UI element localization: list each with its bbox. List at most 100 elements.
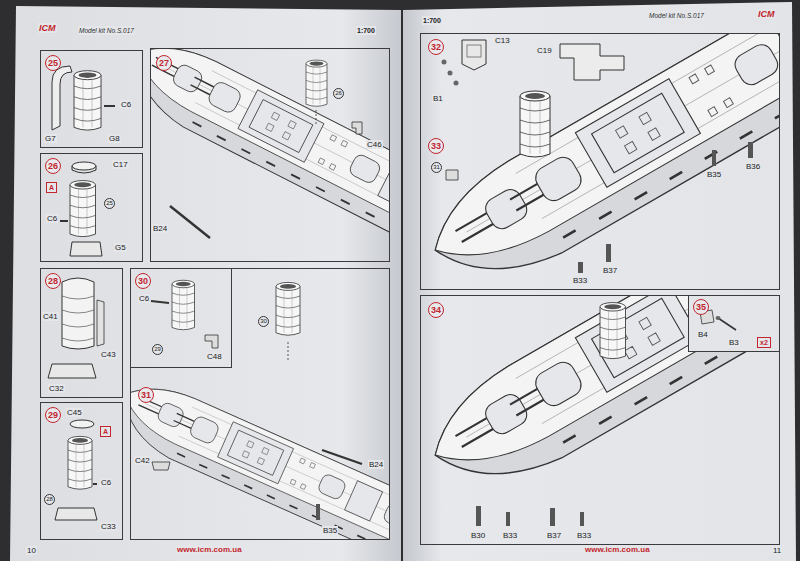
step-25-drawing — [52, 66, 115, 130]
step-26-drawing — [70, 181, 96, 237]
step-34-35-drawing — [550, 508, 555, 526]
step-32-33-drawing — [748, 142, 753, 158]
step-panel: 27 — [150, 48, 390, 262]
step-34-35-drawing — [600, 303, 626, 359]
step-32-33-drawing — [578, 262, 583, 273]
paint-code-box: A — [100, 426, 111, 437]
subassembly-ref: 28 — [44, 494, 55, 505]
step-28-drawing — [97, 300, 104, 346]
part-number: B35 — [706, 170, 722, 179]
part-number: B4 — [697, 330, 709, 339]
step-32-33-drawing — [462, 40, 486, 70]
step-31-drawing — [109, 372, 437, 561]
step-28-drawing — [48, 278, 104, 378]
step-27-drawing — [352, 122, 362, 134]
step-31-drawing — [109, 282, 437, 561]
part-number: B37 — [546, 531, 562, 540]
part-number: C33 — [100, 522, 117, 531]
step-27-drawing — [316, 110, 317, 126]
step-28-drawing — [48, 364, 96, 378]
step-32-33-drawing — [560, 44, 624, 80]
step-26-drawing — [72, 162, 96, 170]
step-26-drawing — [72, 166, 96, 173]
part-number: C13 — [494, 36, 511, 45]
kit-number: Model kit No.S.017 — [78, 26, 135, 35]
step-30-drawing — [172, 280, 195, 330]
part-number: C42 — [134, 456, 151, 465]
step-30-drawing — [151, 301, 169, 303]
step-32-33-drawing — [467, 45, 481, 57]
part-number: C48 — [206, 352, 223, 361]
part-number: B33 — [572, 276, 588, 285]
brand-logo: ICM — [757, 9, 776, 19]
step-panel: 30 31 — [130, 268, 390, 540]
step-number: 25 — [45, 55, 61, 71]
part-number: C41 — [42, 312, 59, 321]
part-number: C6 — [120, 100, 132, 109]
part-number: B33 — [576, 531, 592, 540]
step-number: 29 — [45, 407, 61, 423]
part-number: C6 — [100, 478, 112, 487]
step-34-35-drawing — [718, 318, 736, 330]
step-number: 30 — [135, 273, 151, 289]
step-34-35-drawing — [716, 316, 721, 320]
step-26-drawing — [70, 242, 102, 256]
step-32-33-drawing — [448, 71, 453, 76]
step-27-drawing — [117, 28, 482, 262]
part-number: C43 — [100, 350, 117, 359]
step-30-drawing — [151, 280, 218, 348]
step-32-33-drawing — [442, 60, 447, 65]
step-26-drawing — [60, 162, 102, 256]
part-number: C45 — [66, 408, 83, 417]
step-34-35-drawing — [415, 150, 800, 526]
step-25-drawing — [104, 105, 115, 107]
subassembly-ref: 30 — [258, 316, 269, 327]
step-32-33-drawing — [421, 34, 779, 289]
kit-number: Model kit No.S.017 — [648, 11, 705, 20]
step-number: 32 — [428, 39, 444, 55]
step-29-drawing — [68, 436, 92, 489]
step-panel: 28 — [40, 268, 123, 398]
part-number: B36 — [745, 162, 761, 171]
part-number: G8 — [108, 134, 121, 143]
page-number: 11 — [772, 546, 782, 555]
step-32-33-drawing — [606, 244, 611, 262]
website-url: www.icm.com.ua — [176, 545, 243, 554]
part-number: B30 — [470, 531, 486, 540]
step-29-drawing — [55, 420, 97, 520]
step-number: 31 — [138, 387, 154, 403]
step-panel: 3233 — [420, 33, 780, 290]
step-panel: 29 — [40, 402, 123, 540]
step-30-drawing — [205, 335, 218, 348]
scale-text: 1:700 — [356, 26, 376, 35]
part-number: G5 — [114, 243, 127, 252]
step-panel: 26 — [40, 153, 143, 262]
step-34-35-drawing — [506, 512, 510, 526]
part-number: C6 — [138, 294, 150, 303]
step-number: 26 — [45, 158, 61, 174]
paint-code-box: A — [46, 182, 57, 193]
brand-logo: ICM — [38, 23, 57, 33]
part-number: G7 — [44, 134, 57, 143]
step-26-drawing — [60, 220, 68, 222]
step-28-drawing — [62, 278, 94, 349]
step-32-33-drawing — [421, 34, 779, 289]
step-28-drawing — [62, 296, 94, 341]
subassembly-ref: 31 — [431, 162, 442, 173]
step-34-35-drawing — [476, 506, 481, 526]
step-34-35-drawing — [415, 150, 800, 512]
subassembly-ref: 25 — [104, 198, 115, 209]
step-27-drawing — [151, 49, 389, 261]
step-29-drawing — [70, 420, 94, 428]
part-number: C17 — [112, 160, 129, 169]
step-31-drawing — [109, 372, 437, 561]
part-number: C46 — [366, 140, 383, 149]
part-number: B24 — [368, 460, 384, 469]
paint-code-box: x2 — [757, 337, 771, 348]
step-32-33-drawing — [415, 0, 800, 307]
part-number: B3 — [728, 338, 740, 347]
